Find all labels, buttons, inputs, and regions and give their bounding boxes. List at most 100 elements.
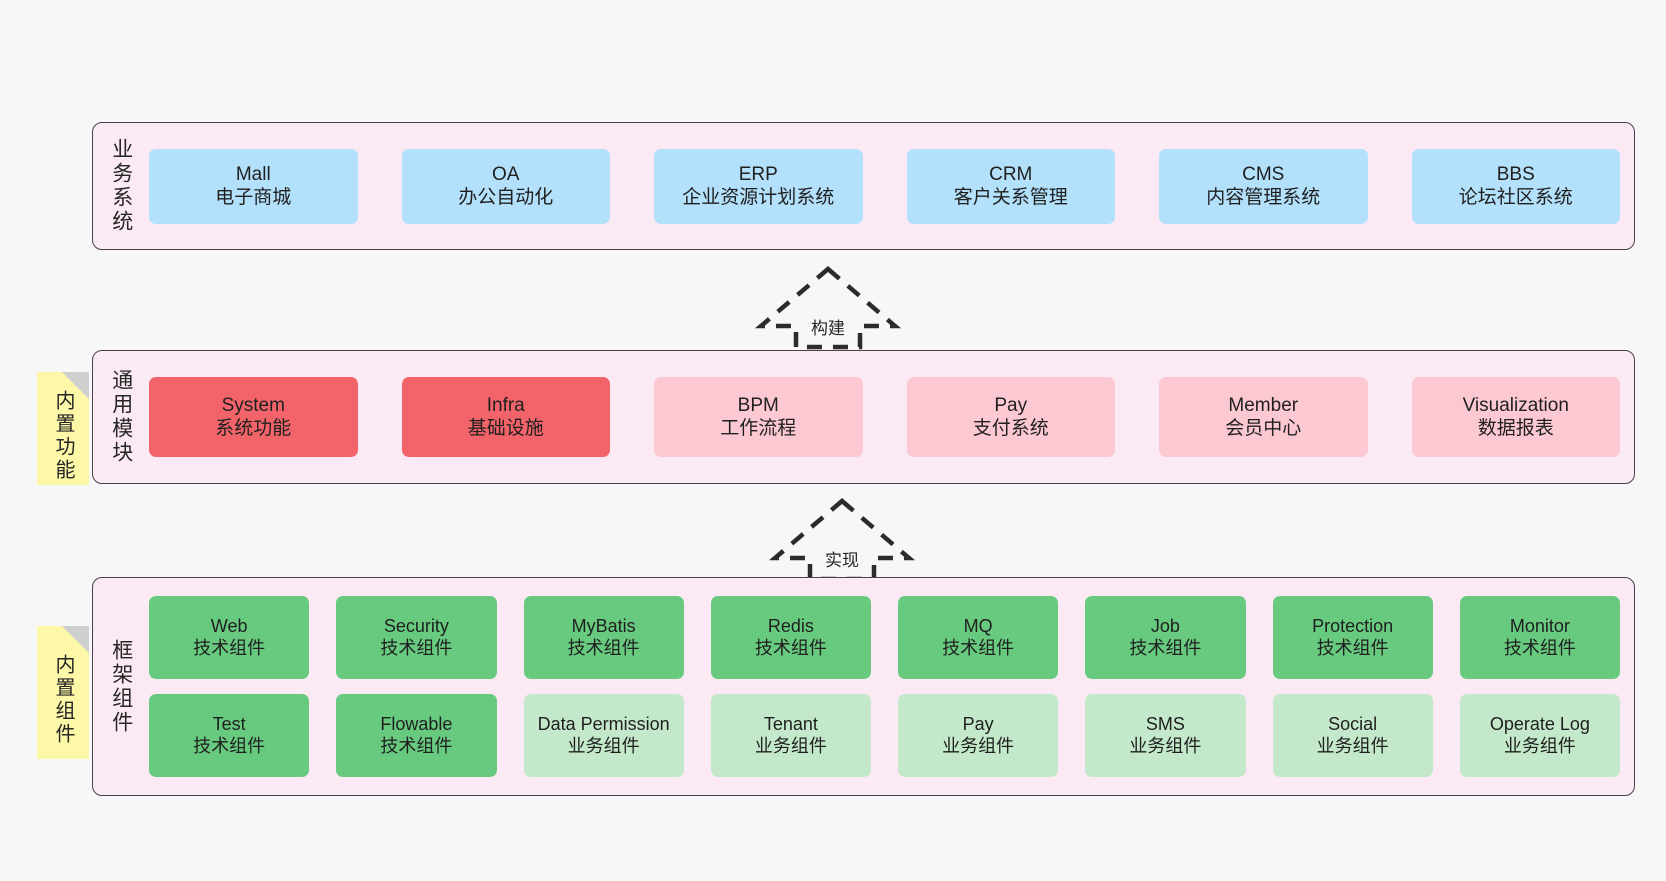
card-row: Mall 电子商城 OA 办公自动化 ERP 企业资源计划系统 CRM 客户关系… bbox=[149, 148, 1620, 224]
card-erp[interactable]: ERP 企业资源计划系统 bbox=[654, 148, 863, 224]
card-title: Job bbox=[1150, 615, 1180, 636]
card-title: Pay bbox=[962, 713, 994, 734]
card-subtitle: 技术组件 bbox=[567, 637, 640, 658]
card-subtitle: 业务组件 bbox=[1316, 735, 1389, 756]
sticky-note-label: 内置功能 bbox=[52, 389, 74, 482]
card-title: MQ bbox=[963, 615, 993, 636]
card-bpm[interactable]: BPM 工作流程 bbox=[654, 377, 863, 457]
card-title: Web bbox=[210, 615, 248, 636]
card-title: MyBatis bbox=[571, 615, 636, 636]
note-fold-corner-icon bbox=[62, 626, 89, 653]
card-subtitle: 客户关系管理 bbox=[953, 187, 1068, 208]
card-title: Social bbox=[1328, 713, 1378, 734]
arrow-build-shape bbox=[754, 266, 902, 350]
card-subtitle: 技术组件 bbox=[380, 735, 453, 756]
layer-title-framework-components: 框架组件 bbox=[109, 638, 133, 735]
card-title: Tenant bbox=[763, 713, 818, 734]
card-subtitle: 技术组件 bbox=[380, 637, 453, 658]
card-subtitle: 基础设施 bbox=[467, 418, 544, 439]
card-subtitle: 业务组件 bbox=[754, 735, 827, 756]
card-test[interactable]: Test 技术组件 bbox=[149, 694, 310, 777]
sticky-note-builtin-components: 内置组件 bbox=[37, 626, 89, 759]
card-subtitle: 技术组件 bbox=[1316, 637, 1389, 658]
card-title: Security bbox=[383, 615, 449, 636]
layer-body-common-modules: System 系统功能 Infra 基础设施 BPM 工作流程 Pay 支付系统… bbox=[149, 351, 1634, 483]
card-subtitle: 业务组件 bbox=[1503, 735, 1576, 756]
layer-business-systems: 业务系统 Mall 电子商城 OA 办公自动化 ERP 企业资源计划系统 CRM… bbox=[92, 122, 1635, 250]
card-mq[interactable]: MQ 技术组件 bbox=[898, 596, 1059, 679]
card-pay-business[interactable]: Pay 业务组件 bbox=[898, 694, 1059, 777]
card-subtitle: 支付系统 bbox=[972, 418, 1049, 439]
layer-framework-components: 框架组件 Web 技术组件 Security 技术组件 MyBatis 技术组件… bbox=[92, 577, 1635, 796]
card-subtitle: 技术组件 bbox=[1503, 637, 1576, 658]
card-web[interactable]: Web 技术组件 bbox=[149, 596, 310, 679]
card-mybatis[interactable]: MyBatis 技术组件 bbox=[523, 596, 684, 679]
card-title: BBS bbox=[1496, 163, 1535, 185]
card-title: BPM bbox=[737, 394, 779, 416]
card-subtitle: 系统功能 bbox=[215, 418, 292, 439]
card-subtitle: 技术组件 bbox=[1129, 637, 1202, 658]
card-subtitle: 内容管理系统 bbox=[1206, 187, 1321, 208]
card-title: Visualization bbox=[1462, 394, 1569, 416]
card-title: Redis bbox=[767, 615, 814, 636]
card-mall[interactable]: Mall 电子商城 bbox=[149, 148, 358, 224]
card-subtitle: 业务组件 bbox=[1129, 735, 1202, 756]
card-subtitle: 技术组件 bbox=[193, 735, 266, 756]
card-social[interactable]: Social 业务组件 bbox=[1272, 694, 1433, 777]
card-subtitle: 电子商城 bbox=[215, 187, 292, 208]
card-title: Mall bbox=[235, 163, 271, 185]
card-subtitle: 工作流程 bbox=[720, 418, 797, 439]
card-operate-log[interactable]: Operate Log 业务组件 bbox=[1459, 694, 1620, 777]
card-crm[interactable]: CRM 客户关系管理 bbox=[906, 148, 1115, 224]
card-subtitle: 技术组件 bbox=[942, 637, 1015, 658]
arrow-implement: 实现 bbox=[768, 498, 916, 582]
card-title: Pay bbox=[994, 394, 1028, 416]
layer-common-modules: 通用模块 System 系统功能 Infra 基础设施 BPM 工作流程 Pay… bbox=[92, 350, 1635, 484]
card-title: Member bbox=[1228, 394, 1299, 416]
card-oa[interactable]: OA 办公自动化 bbox=[401, 148, 610, 224]
layer-body-framework-components: Web 技术组件 Security 技术组件 MyBatis 技术组件 Redi… bbox=[149, 578, 1634, 795]
card-pay[interactable]: Pay 支付系统 bbox=[906, 377, 1115, 457]
card-row: System 系统功能 Infra 基础设施 BPM 工作流程 Pay 支付系统… bbox=[149, 377, 1620, 457]
card-subtitle: 企业资源计划系统 bbox=[682, 187, 835, 208]
card-subtitle: 数据报表 bbox=[1477, 418, 1554, 439]
card-title: Monitor bbox=[1509, 615, 1570, 636]
card-tenant[interactable]: Tenant 业务组件 bbox=[710, 694, 871, 777]
card-row: Web 技术组件 Security 技术组件 MyBatis 技术组件 Redi… bbox=[149, 596, 1620, 679]
card-protection[interactable]: Protection 技术组件 bbox=[1272, 596, 1433, 679]
card-title: Flowable bbox=[380, 713, 453, 734]
card-subtitle: 业务组件 bbox=[942, 735, 1015, 756]
sticky-note-label: 内置组件 bbox=[52, 653, 74, 746]
card-flowable[interactable]: Flowable 技术组件 bbox=[336, 694, 497, 777]
card-cms[interactable]: CMS 内容管理系统 bbox=[1159, 148, 1368, 224]
card-row: Test 技术组件 Flowable 技术组件 Data Permission … bbox=[149, 694, 1620, 777]
card-title: System bbox=[221, 394, 285, 416]
card-monitor[interactable]: Monitor 技术组件 bbox=[1459, 596, 1620, 679]
card-title: CMS bbox=[1242, 163, 1285, 185]
card-bbs[interactable]: BBS 论坛社区系统 bbox=[1411, 148, 1620, 224]
card-sms[interactable]: SMS 业务组件 bbox=[1085, 694, 1246, 777]
card-title: Operate Log bbox=[1489, 713, 1590, 734]
card-title: Test bbox=[212, 713, 246, 734]
card-title: ERP bbox=[738, 163, 778, 185]
card-job[interactable]: Job 技术组件 bbox=[1085, 596, 1246, 679]
layer-title-business-systems: 业务系统 bbox=[109, 138, 133, 234]
card-data-permission[interactable]: Data Permission 业务组件 bbox=[523, 694, 684, 777]
card-subtitle: 会员中心 bbox=[1225, 418, 1302, 439]
card-title: Protection bbox=[1312, 615, 1394, 636]
card-visualization[interactable]: Visualization 数据报表 bbox=[1411, 377, 1620, 457]
card-infra[interactable]: Infra 基础设施 bbox=[401, 377, 610, 457]
sticky-note-builtin-features: 内置功能 bbox=[37, 372, 89, 485]
card-security[interactable]: Security 技术组件 bbox=[336, 596, 497, 679]
card-member[interactable]: Member 会员中心 bbox=[1159, 377, 1368, 457]
card-redis[interactable]: Redis 技术组件 bbox=[710, 596, 871, 679]
card-subtitle: 论坛社区系统 bbox=[1458, 187, 1573, 208]
card-title: OA bbox=[492, 163, 520, 185]
card-subtitle: 业务组件 bbox=[567, 735, 640, 756]
layer-title-common-modules: 通用模块 bbox=[109, 369, 133, 465]
card-title: Infra bbox=[486, 394, 525, 416]
card-system[interactable]: System 系统功能 bbox=[149, 377, 358, 457]
card-title: SMS bbox=[1145, 713, 1185, 734]
arrow-build: 构建 bbox=[754, 266, 902, 350]
